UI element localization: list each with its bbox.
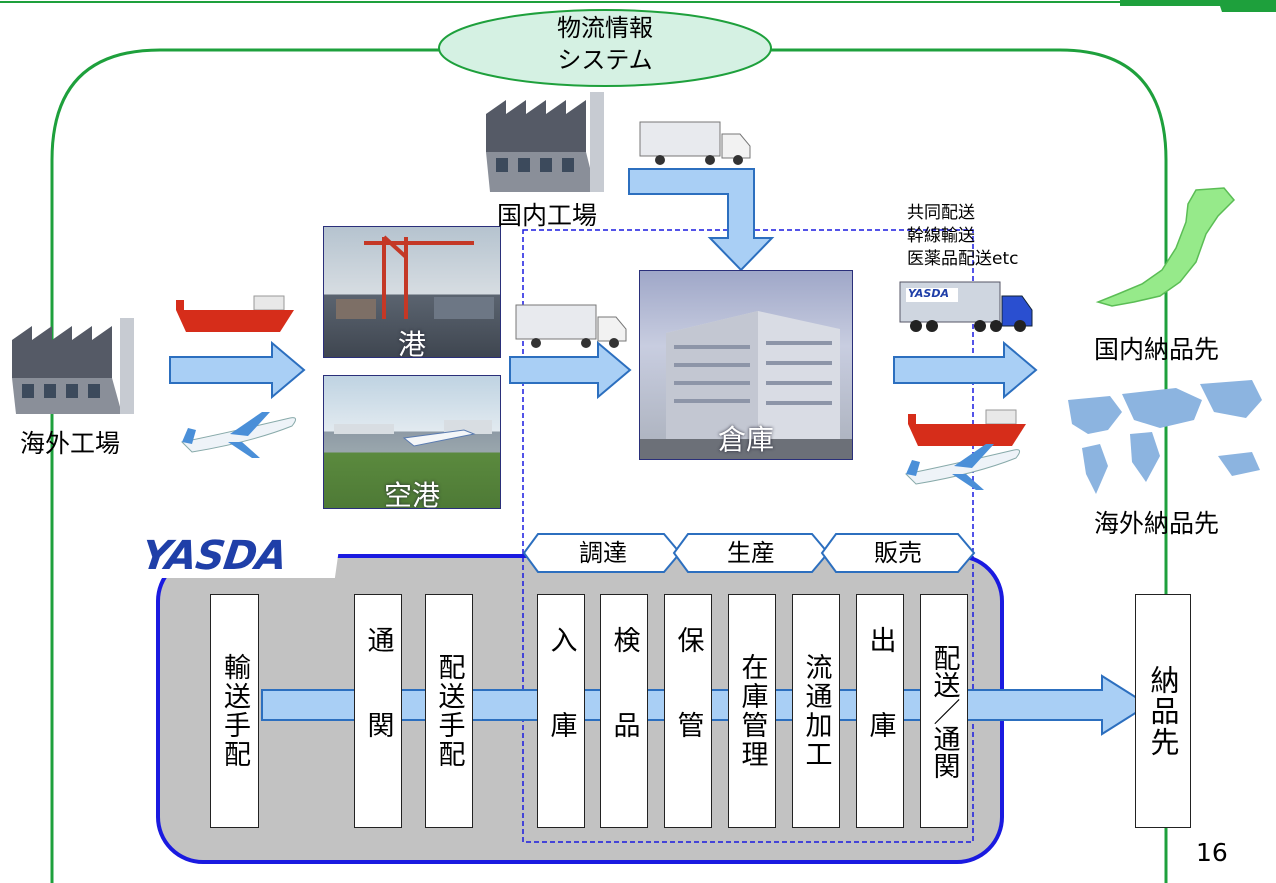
delivery-note-3: 医薬品配送etc bbox=[907, 249, 1019, 269]
yasda-logo: YASDA bbox=[139, 533, 342, 579]
chevron-sales bbox=[820, 533, 976, 573]
domestic-factory-icon bbox=[486, 92, 604, 192]
arrow-warehouse-to-destination bbox=[893, 340, 1038, 400]
step-shipping: 出庫 bbox=[856, 594, 904, 828]
plane-icon-left bbox=[180, 412, 296, 458]
truck-icon-middle bbox=[515, 304, 627, 348]
step-storage: 保管 bbox=[664, 594, 712, 828]
final-destination-box: 納品先 bbox=[1135, 594, 1191, 828]
step-receiving: 入庫 bbox=[537, 594, 585, 828]
ship-icon-left bbox=[176, 295, 294, 332]
system-label-line2: システム bbox=[557, 46, 653, 74]
step-customs: 通関 bbox=[354, 594, 402, 828]
step-distribution-processing: 流通加工 bbox=[792, 594, 840, 828]
japan-map-icon bbox=[1095, 187, 1236, 307]
step-delivery-arrangement: 配送手配 bbox=[425, 594, 473, 828]
ship-icon-right bbox=[908, 409, 1026, 446]
step-inventory-management: 在庫管理 bbox=[728, 594, 776, 828]
truck-logo-text: YASDA bbox=[908, 287, 949, 300]
port-label: 港 bbox=[397, 328, 426, 358]
warehouse-photo: 倉庫 bbox=[639, 270, 853, 460]
overseas-factory-icon bbox=[12, 318, 134, 414]
step-inspection: 検品 bbox=[600, 594, 648, 828]
top-right-swoosh bbox=[1120, 0, 1276, 12]
page-number: 16 bbox=[1196, 838, 1228, 867]
chevron-procurement bbox=[522, 533, 682, 573]
phase-production: 生産 bbox=[727, 539, 775, 567]
system-label-line1: 物流情報 bbox=[557, 14, 653, 42]
arrow-port-to-warehouse bbox=[509, 340, 632, 400]
airport-label: 空港 bbox=[383, 479, 440, 509]
arrow-domestic-factory-to-warehouse bbox=[628, 168, 775, 272]
delivery-note-1: 共同配送 bbox=[907, 203, 975, 223]
plane-icon-right bbox=[904, 444, 1020, 490]
truck-icon-top bbox=[639, 121, 751, 165]
port-photo: 港 bbox=[323, 226, 501, 358]
overseas-destination-label: 海外納品先 bbox=[1094, 509, 1220, 538]
system-ellipse bbox=[438, 9, 772, 87]
chevron-production bbox=[672, 533, 830, 573]
domestic-factory-label: 国内工場 bbox=[497, 201, 598, 230]
phase-sales: 販売 bbox=[874, 539, 922, 567]
warehouse-label: 倉庫 bbox=[717, 423, 774, 456]
arrow-overseas-to-port bbox=[169, 340, 306, 400]
yasda-truck-icon bbox=[899, 281, 1033, 332]
system-label: 物流情報 システム bbox=[505, 12, 705, 76]
phase-procurement: 調達 bbox=[579, 539, 627, 567]
domestic-destination-label: 国内納品先 bbox=[1094, 335, 1220, 364]
step-delivery-customs: 配送／通関 bbox=[920, 594, 968, 828]
step-transport-arrangement: 輸送手配 bbox=[210, 594, 259, 828]
overseas-factory-label: 海外工場 bbox=[20, 429, 121, 458]
world-map-icon bbox=[1068, 380, 1262, 494]
airport-photo: 空港 bbox=[323, 375, 501, 509]
delivery-note-2: 幹線輸送 bbox=[907, 226, 975, 246]
